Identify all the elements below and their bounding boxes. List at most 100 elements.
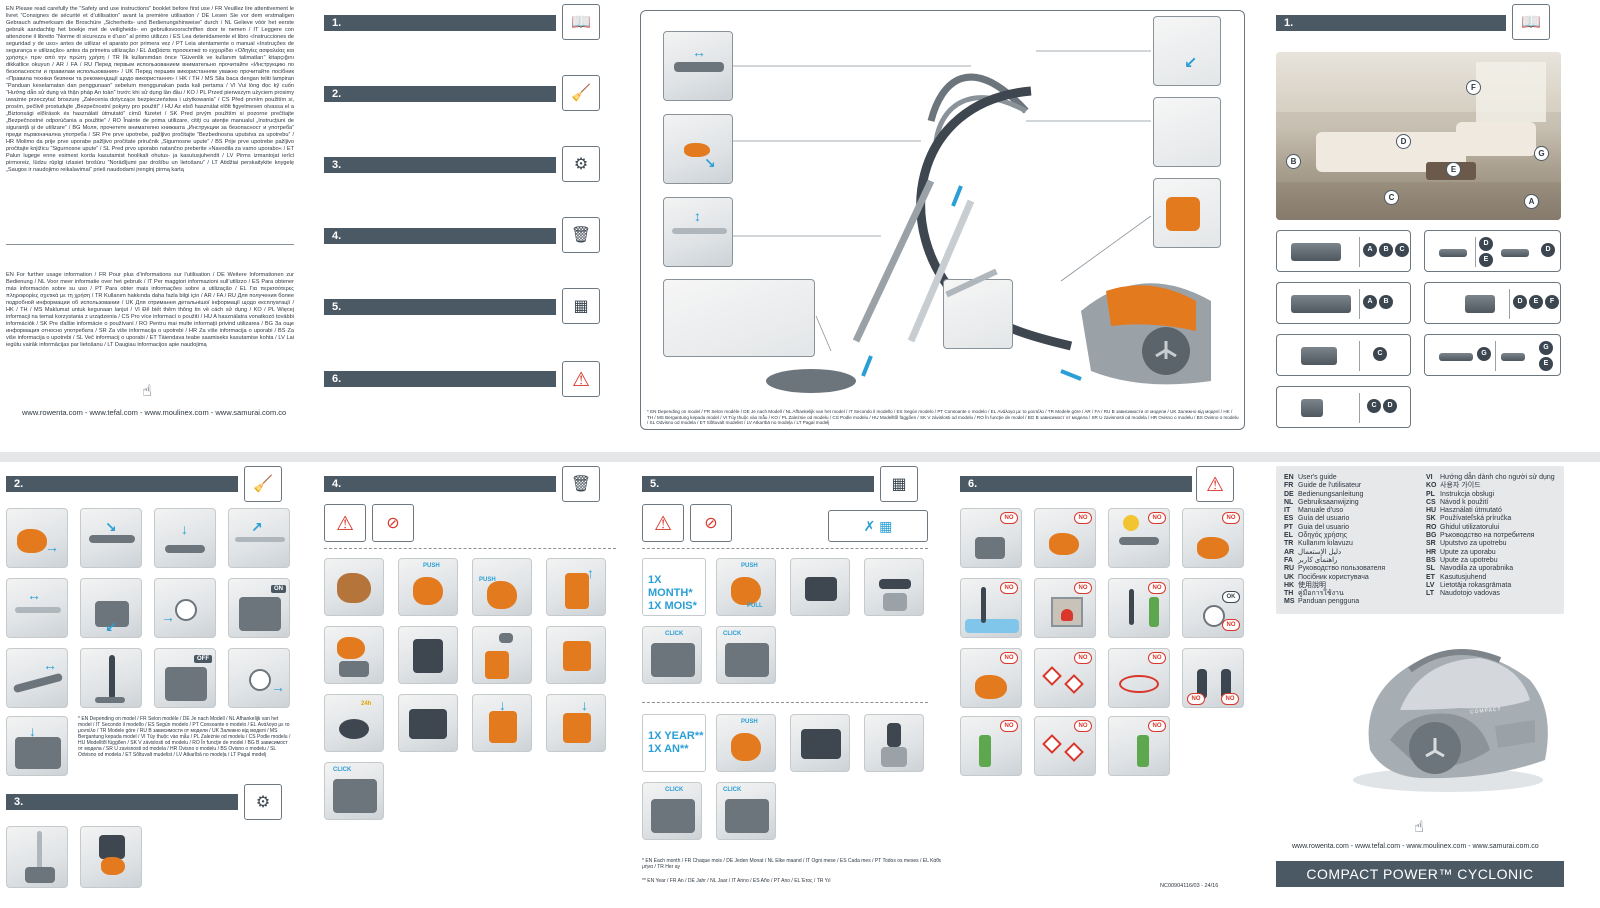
language-code: RU bbox=[1284, 565, 1295, 573]
no-badge: NO bbox=[1222, 619, 1240, 631]
ok-badge: OK bbox=[1222, 591, 1240, 603]
warning-thumb-6: NO bbox=[1034, 578, 1096, 638]
language-code: PL bbox=[1426, 490, 1435, 498]
push-label-2: PUSH bbox=[479, 577, 496, 583]
usage-letter: A bbox=[1363, 295, 1377, 309]
step-2-thumb-11: OFF bbox=[154, 648, 216, 708]
section-4-bar: 4. bbox=[324, 476, 556, 492]
language-code: RO bbox=[1426, 523, 1437, 531]
warning-icon: ⚠ bbox=[324, 504, 366, 542]
dusting-brush bbox=[1301, 399, 1323, 417]
warning-icon: ⚠ bbox=[562, 361, 600, 397]
page-fold bbox=[0, 452, 1600, 462]
step-bar-1: 1. bbox=[324, 15, 556, 31]
language-guide-title: Guide de l'utilisateur bbox=[1298, 482, 1362, 490]
step-4-thumb-2: PUSH bbox=[398, 558, 458, 616]
off-label: OFF bbox=[194, 655, 212, 663]
website-links[interactable]: www.rowenta.com - www.tefal.com - www.mo… bbox=[22, 408, 287, 417]
warning-thumb-9: NO bbox=[960, 648, 1022, 708]
section-6-bar: 6. bbox=[960, 476, 1192, 492]
language-entry: ET Kasutusjuhend bbox=[1426, 574, 1562, 582]
language-guide-title: Uputstvo za upotrebu bbox=[1440, 540, 1507, 548]
click-label: CLICK bbox=[333, 767, 352, 773]
language-code: TR bbox=[1284, 540, 1294, 548]
language-guide-title: User's guide bbox=[1298, 474, 1337, 481]
language-code: HR bbox=[1426, 548, 1437, 556]
warning-thumb-2: NO bbox=[1034, 508, 1096, 568]
usage-letter: C bbox=[1395, 243, 1409, 257]
step-2-thumb-13: ↓ bbox=[6, 716, 68, 776]
step-4-thumb-8 bbox=[546, 626, 606, 684]
divider bbox=[6, 244, 294, 245]
step-bar-3: 3. bbox=[324, 157, 556, 173]
warning-thumb-3: NO bbox=[1108, 508, 1170, 568]
filter-icon: ▦ bbox=[880, 466, 918, 502]
canister-icon: ⚙ bbox=[244, 784, 282, 820]
step-4-thumb-1 bbox=[324, 558, 384, 616]
step-bar-5: 5. bbox=[324, 299, 556, 315]
room-label-d: D bbox=[1396, 134, 1411, 149]
language-guide-title: Руководство пользователя bbox=[1298, 565, 1386, 573]
step-5-thumb-4: CLICK bbox=[642, 626, 702, 684]
step-4-thumb-4: ↑ bbox=[546, 558, 606, 616]
usage-letter: D bbox=[1383, 399, 1397, 413]
language-code: ES bbox=[1284, 515, 1294, 523]
step-4-thumb-13: CLICK bbox=[324, 762, 384, 820]
language-guide-title: Οδηγός χρήσης bbox=[1298, 532, 1348, 540]
step-4-thumb-7 bbox=[472, 626, 532, 684]
language-guide-title: Naudotojo vadovas bbox=[1440, 590, 1500, 598]
warning-thumb-13: NO bbox=[960, 716, 1022, 776]
step-3-thumb-1 bbox=[6, 826, 68, 888]
diagram-inset-connector bbox=[1153, 178, 1221, 248]
language-code: AR bbox=[1284, 548, 1295, 556]
reference-code: NC00904116/03 - 24/16 bbox=[1160, 883, 1219, 889]
safety-instructions-text: EN Please read carefully the “Safety and… bbox=[6, 6, 294, 173]
language-code: LV bbox=[1426, 581, 1435, 589]
no-badge: NO bbox=[1148, 512, 1166, 524]
step-5-thumb-5: CLICK bbox=[716, 626, 776, 684]
no-badge: NO bbox=[1000, 582, 1018, 594]
language-code: DE bbox=[1284, 490, 1294, 498]
push-label-4: PUSH bbox=[741, 719, 758, 725]
step-2-thumb-2: ↘ bbox=[80, 508, 142, 568]
step-4-thumb-3: PUSH bbox=[472, 558, 532, 616]
section-2-note: * EN Depending on model / FR Selon modèl… bbox=[78, 716, 291, 758]
step-2-thumb-1: → bbox=[6, 508, 68, 568]
upholstery-tool bbox=[1465, 295, 1495, 313]
language-guide-title: Lietotāja rokasgrāmata bbox=[1440, 581, 1512, 589]
usage-letter: E bbox=[1539, 357, 1553, 371]
language-guide-title: Kasutusjuhend bbox=[1440, 573, 1487, 581]
step-5-thumb-7 bbox=[790, 714, 850, 772]
language-code: SL bbox=[1426, 565, 1435, 573]
usage-letter: D bbox=[1513, 295, 1527, 309]
no-washing-icon: ⊘ bbox=[690, 504, 732, 542]
no-badge: NO bbox=[1187, 693, 1205, 705]
language-code: NL bbox=[1284, 498, 1294, 506]
language-code: ET bbox=[1426, 573, 1435, 581]
warning-thumb-7: NO bbox=[1108, 578, 1170, 638]
language-guide-title: Gebruiksaanwijzing bbox=[1298, 498, 1359, 506]
language-guide-title: Használati útmutató bbox=[1440, 507, 1502, 515]
maintenance-note-yearly: ** EN Year / FR An / DE Jahr / NL Jaar /… bbox=[642, 878, 831, 884]
step-2-thumb-3: ↓ bbox=[154, 508, 216, 568]
step-2-thumb-9: ↔ bbox=[6, 648, 68, 708]
cover-website-links[interactable]: www.rowenta.com - www.tefal.com - www.mo… bbox=[1292, 843, 1539, 850]
language-entry: NL Gebruiksaanwijzing bbox=[1284, 499, 1424, 507]
step-bar-2: 2. bbox=[324, 86, 556, 102]
language-guide-title: คู่มือการใช้งาน bbox=[1298, 590, 1344, 598]
vacuum-icon: 🧹 bbox=[244, 466, 282, 502]
maintenance-note-monthly: * EN Each month / FR Chaque mois / DE Je… bbox=[642, 858, 942, 870]
usage-letter: C bbox=[1367, 399, 1381, 413]
no-badge: NO bbox=[1148, 582, 1166, 594]
